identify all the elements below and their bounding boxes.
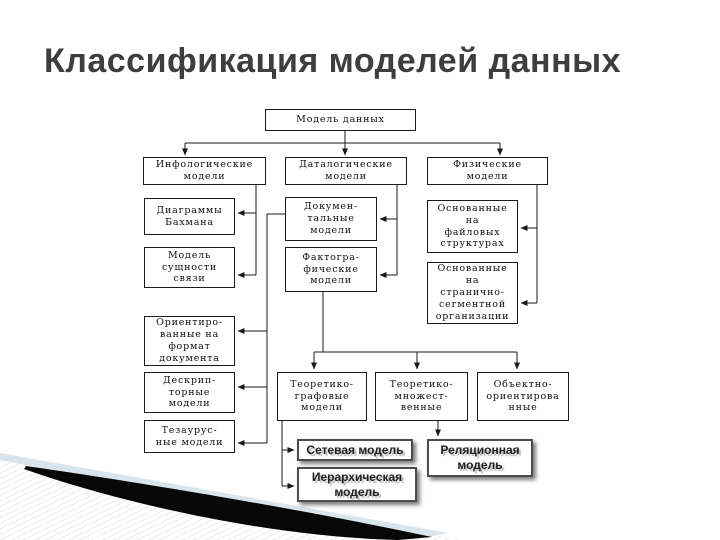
decor-black-swoosh (24, 466, 432, 540)
node-diagrammy-bahmana: Диаграммы Бахмана (144, 198, 235, 235)
node-datalogicheskie: Даталогические модели (285, 157, 407, 185)
slide-title: Классификация моделей данных (44, 42, 622, 80)
node-osnovannye-segmentnye: Основанные на странично- сегментной орга… (427, 262, 518, 324)
node-dokumentalnye: Докумен- тальные модели (285, 197, 377, 241)
node-orientirovannye-na-format: Ориентиро- ванные на формат документа (144, 316, 235, 366)
node-teoretiko-mnozhestvennye: Теоретико- множест- венные (375, 372, 468, 421)
node-faktograficheskie: Фактогра- фические модели (285, 247, 377, 292)
node-osnovannye-failovye: Основанные на файловых структурах (427, 200, 518, 253)
node-tezaurusnye: Тезаурус- ные модели (144, 420, 235, 453)
node-model-sushchnosti-svyazi: Модель сущности связи (144, 247, 235, 288)
node-teoretiko-grafovye: Теоретико- графовые модели (277, 372, 367, 421)
node-obektno-orientirovannye: Объектно- ориентирова нные (477, 372, 569, 421)
node-setevaya-model: Сетевая модель (297, 439, 413, 461)
node-relyatsionnaya-model: Реляционная модель (427, 439, 533, 477)
node-infologicheskie: Инфологические модели (143, 157, 266, 185)
node-model-dannyh: Модель данных (265, 109, 416, 131)
node-fizicheskie: Физические модели (427, 157, 548, 185)
node-ierarhicheskaya-model: Иерархическая модель (297, 467, 417, 502)
node-deskriptornye: Дескрип- торные модели (144, 372, 235, 413)
